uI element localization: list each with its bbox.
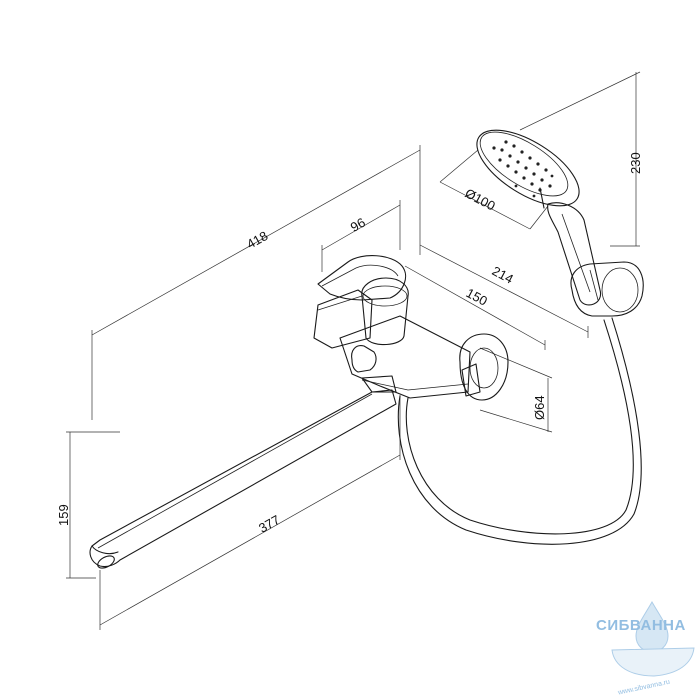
dim-159: 159 bbox=[56, 504, 71, 526]
dim-150: 150 bbox=[464, 285, 490, 308]
spout bbox=[89, 389, 397, 569]
dim-418: 418 bbox=[244, 228, 270, 252]
dimension-labels: 418 96 214 150 Ø100 230 Ø64 159 377 bbox=[56, 152, 643, 535]
shower-hose bbox=[397, 317, 642, 545]
mixer-body bbox=[313, 255, 509, 401]
bathtub-icon bbox=[611, 647, 695, 677]
dim-377: 377 bbox=[256, 512, 282, 536]
dim-d100: Ø100 bbox=[463, 185, 498, 213]
dim-96: 96 bbox=[348, 215, 368, 235]
watermark-url: www.sibvanna.ru bbox=[616, 679, 670, 697]
watermark-name: СИБВАННА bbox=[596, 617, 686, 634]
watermark-logo: СИБВАННА www.sibvanna.ru bbox=[596, 600, 695, 697]
dimension-lines bbox=[66, 71, 641, 630]
nozzle-pattern bbox=[492, 140, 554, 198]
dim-d64: Ø64 bbox=[532, 395, 547, 420]
dim-230: 230 bbox=[628, 152, 643, 174]
hand-shower bbox=[476, 129, 602, 306]
